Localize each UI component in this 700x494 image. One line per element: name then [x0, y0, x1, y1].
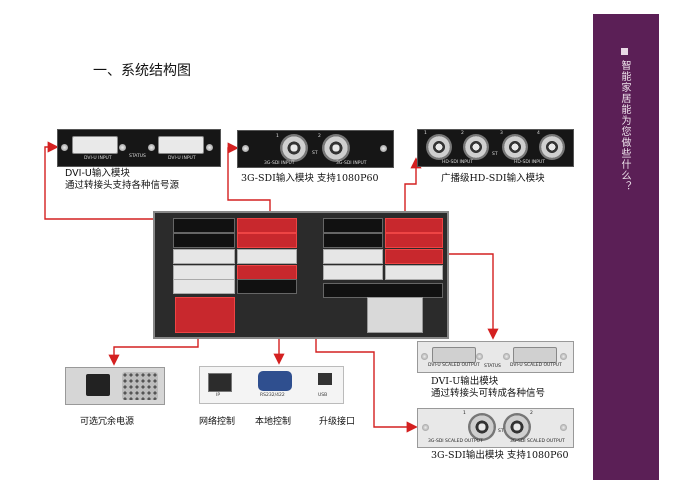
sdi-output-module: 1 2 3G-SDI SCALED OUTPUT ST 3G-SDI SCALE…	[417, 408, 574, 448]
dvi-output-module: DVI-U SCALED OUTPUT STATUS DVI-U SCALED …	[417, 341, 574, 373]
bnc-connector	[539, 134, 565, 160]
power-module	[367, 297, 423, 333]
slot	[385, 265, 443, 280]
bnc-connector	[280, 134, 308, 162]
bnc-connector	[322, 134, 350, 162]
redundant-power-supply	[65, 367, 165, 405]
slot	[385, 249, 443, 264]
dvi-output-caption-1: DVI-U输出模块	[431, 376, 499, 387]
processor-chassis	[153, 211, 449, 339]
module-label: 3G-SDI INPUT	[264, 161, 295, 166]
slot	[323, 233, 383, 248]
dvi-port-2	[513, 347, 557, 363]
sdi-output-caption: 3G-SDI输出模块 支持1080P60	[431, 450, 569, 461]
module-label: DVI-U SCALED OUTPUT	[428, 363, 480, 368]
sdi-input-module: 1 2 3G-SDI INPUT ST 3G-SDI INPUT	[237, 130, 394, 168]
slot	[173, 265, 235, 280]
slot	[173, 249, 235, 264]
arrow-dvi-out	[433, 253, 499, 340]
module-label: 3G-SDI INPUT	[336, 161, 367, 166]
psu-caption: 可选冗余电源	[80, 417, 135, 427]
module-label: ST	[492, 152, 498, 157]
local-control-caption: 本地控制	[255, 417, 292, 427]
slot	[323, 283, 443, 298]
port-number: 4	[537, 131, 540, 136]
upgrade-port-caption: 升级接口	[319, 417, 356, 427]
slot	[237, 233, 297, 248]
right-sidebar	[593, 14, 659, 480]
slot	[385, 218, 443, 233]
module-label: ST	[498, 429, 504, 434]
module-label: HD-SDI INPUT	[514, 160, 546, 165]
ethernet-port-icon	[208, 373, 232, 392]
dvi-output-caption-2: 通过转接头可转成各种信号	[431, 388, 546, 399]
port-label: IP	[216, 393, 221, 398]
module-label: DVI-U INPUT	[84, 156, 112, 161]
hd-sdi-input-caption: 广播级HD-SDI输入模块	[441, 173, 545, 184]
module-label: STATUS	[129, 154, 146, 159]
slot	[385, 233, 443, 248]
arrow-sdi-in	[227, 142, 271, 223]
power-module-red	[175, 297, 235, 333]
port-number: 2	[318, 134, 321, 139]
usb-port-icon	[318, 373, 332, 385]
module-label: HD-SDI INPUT	[442, 160, 474, 165]
arrow-hd-sdi-in	[404, 157, 422, 221]
port-number: 3	[500, 131, 503, 136]
dvi-port-1	[432, 347, 476, 363]
sidebar-bullet	[621, 48, 628, 55]
slot	[323, 218, 383, 233]
port-label: USB	[318, 393, 328, 398]
control-port-panel: IP RS232/422 USB	[199, 366, 344, 404]
power-socket-icon	[86, 374, 110, 396]
bnc-connector	[463, 134, 489, 160]
slot	[237, 249, 297, 264]
fan-grille-icon	[122, 372, 158, 400]
slot	[237, 279, 297, 294]
port-number: 2	[461, 131, 464, 136]
slot	[173, 233, 235, 248]
port-number: 2	[530, 411, 533, 416]
dvi-port-1	[72, 136, 118, 154]
page-title: 一、系统结构图	[93, 63, 191, 79]
slot	[237, 218, 297, 233]
dvi-input-caption-2: 通过转接头支持各种信号源	[65, 180, 180, 191]
bnc-connector	[503, 413, 531, 441]
hd-sdi-input-module: 1 2 3 4 HD-SDI INPUT ST HD-SDI INPUT	[417, 129, 574, 167]
dvi-input-module: DVI-U INPUT STATUS DVI-U INPUT	[57, 129, 221, 167]
serial-port-icon	[258, 371, 292, 391]
slot	[323, 265, 383, 280]
module-label: DVI-U INPUT	[168, 156, 196, 161]
module-label: 3G-SDI SCALED OUTPUT	[510, 439, 565, 444]
slot	[237, 265, 297, 280]
slot	[323, 249, 383, 264]
network-control-caption: 网络控制	[199, 417, 236, 427]
port-number: 1	[463, 411, 466, 416]
bnc-connector	[426, 134, 452, 160]
port-number: 1	[276, 134, 279, 139]
module-label: DVI-U SCALED OUTPUT	[510, 363, 562, 368]
module-label: ST	[312, 151, 318, 156]
dvi-port-2	[158, 136, 204, 154]
arrow-dvi-in	[44, 141, 236, 220]
module-label: STATUS	[484, 364, 501, 369]
sdi-input-caption: 3G-SDI输入模块 支持1080P60	[241, 173, 379, 184]
dvi-input-caption-1: DVI-U输入模块	[65, 168, 130, 179]
slot	[173, 218, 235, 233]
sidebar-slogan: 智能家居能为您做些什么？	[619, 60, 630, 192]
port-number: 1	[424, 131, 427, 136]
slot	[173, 279, 235, 294]
bnc-connector	[468, 413, 496, 441]
module-label: 3G-SDI SCALED OUTPUT	[428, 439, 483, 444]
bnc-connector	[502, 134, 528, 160]
port-label: RS232/422	[260, 393, 285, 398]
